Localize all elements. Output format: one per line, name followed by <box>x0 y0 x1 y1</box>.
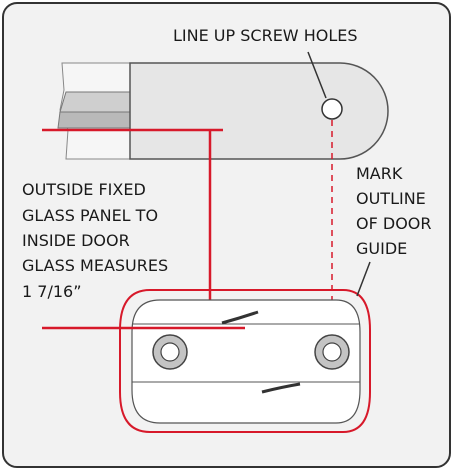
screw-holes-pointer <box>307 51 327 99</box>
measurement-label-line-1: OUTSIDE FIXED <box>22 180 146 199</box>
mark-outline-label-line-3: OF DOOR <box>356 214 432 233</box>
door-guide-body <box>131 299 361 424</box>
measurement-label-line-4: GLASS MEASURES <box>22 256 168 275</box>
mark-outline-label-line-4: GUIDE <box>356 239 407 258</box>
door-guide-screw-hole-right <box>322 342 342 362</box>
door-guide-screw-hole-left <box>160 342 180 362</box>
door-guide-slot-upper <box>221 310 259 325</box>
door-guide-bracket <box>129 62 389 160</box>
bracket-screw-hole <box>321 98 343 120</box>
glass-panel <box>57 62 131 160</box>
measurement-label-line-3: INSIDE DOOR <box>22 231 130 250</box>
glass-layer-edge <box>57 111 131 129</box>
screw-holes-label: LINE UP SCREW HOLES <box>173 26 358 45</box>
mark-outline-label-line-2: OUTLINE <box>356 189 426 208</box>
door-guide <box>119 289 371 433</box>
glass-layer-dark <box>59 91 131 113</box>
door-guide-slot-lower <box>261 382 301 394</box>
mark-outline-label-line-1: MARK <box>356 164 403 183</box>
measurement-label-line-5: 1 7/16” <box>22 282 81 301</box>
measurement-label-line-2: GLASS PANEL TO <box>22 206 158 225</box>
door-guide-outline <box>119 289 371 433</box>
outline-pointer <box>356 261 371 297</box>
